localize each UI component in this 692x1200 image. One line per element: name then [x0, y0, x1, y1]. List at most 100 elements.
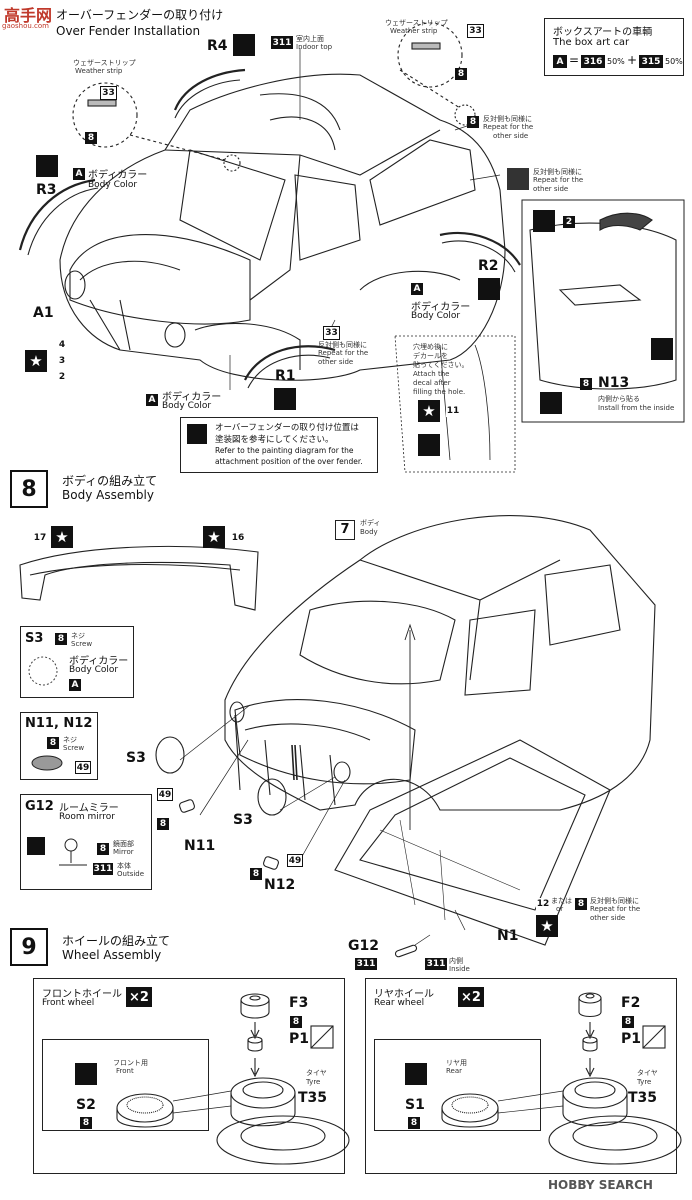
paint-code-a-r3: A — [73, 168, 85, 180]
rear-for-en: Rear — [446, 1067, 463, 1075]
paint-brush-icon — [233, 34, 255, 56]
repeat-en-1b: other side — [493, 132, 529, 140]
paint-brush-icon — [405, 1063, 427, 1085]
part-f3: F3 — [289, 995, 309, 1011]
star-icon: ★ — [418, 400, 440, 422]
body-color-en-2: Body Color — [411, 311, 461, 321]
part-g12: G12 — [348, 938, 379, 954]
part-s3-a: S3 — [126, 750, 146, 766]
part-s3-b: S3 — [233, 812, 253, 828]
part-n1: N1 — [497, 928, 519, 944]
decal-11: 11 — [446, 405, 460, 417]
step-9-number: 9 — [10, 928, 48, 966]
part-a1: A1 — [33, 305, 54, 321]
front-wheel-detail — [42, 1039, 209, 1131]
weather-strip-jp-right: ウェザーストリップ — [385, 19, 448, 27]
part-p1-front: P1 — [289, 1031, 310, 1047]
hole-en-3: filling the hole. — [413, 388, 466, 396]
repeat-jp-1: 反対側も同様に — [483, 115, 532, 123]
body-jp: ボディ — [360, 519, 381, 527]
note-jp-1: オーバーフェンダーの取り付け位置は — [215, 423, 359, 433]
quantity-x2: ×2 — [458, 987, 484, 1007]
paint-code-8-a: 8 — [157, 818, 169, 830]
part-n13: N13 — [598, 375, 630, 391]
paint-code-a-r2: A — [411, 283, 423, 295]
paint-code-8-n13: 8 — [580, 378, 592, 390]
note-en-1: Refer to the painting diagram for the — [215, 446, 354, 455]
section-title-jp: オーバーフェンダーの取り付け — [56, 8, 224, 22]
paint-code-8-f2: 8 — [622, 1016, 634, 1028]
paint-code-311: 311 — [93, 863, 113, 875]
part-r3: R3 — [36, 182, 57, 198]
step-8-number: 8 — [10, 470, 48, 508]
n13-jp: 内側から貼る — [598, 395, 640, 403]
paint-code-8: 8 — [47, 737, 59, 749]
rear-wheel-jp: リヤホイール — [374, 989, 434, 1000]
weather-strip-jp-left: ウェザーストリップ — [73, 59, 136, 67]
weather-strip-en-right: Weather strip — [390, 27, 438, 35]
rear-wheel-en: Rear wheel — [374, 998, 425, 1008]
decal-17: 17 — [33, 533, 47, 543]
part-n11: N11 — [184, 838, 216, 854]
tyre-en-front: Tyre — [306, 1078, 321, 1086]
paint-brush-icon — [27, 837, 45, 855]
front-for-en: Front — [116, 1067, 134, 1075]
mirror-part-jp: 鏡面部 — [113, 840, 134, 848]
tyre-en-rear: Tyre — [637, 1078, 652, 1086]
paint-code-311-g12: 311 — [355, 958, 377, 970]
repeat-jp-3: 反対側も同様に — [318, 341, 367, 349]
star-icon: ★ — [51, 526, 73, 548]
star-icon: ★ — [25, 350, 47, 372]
paint-code-a-r1: A — [146, 394, 158, 406]
paint-code-8-n1: 8 — [575, 898, 587, 910]
body-color-en-s3: Body Color — [69, 665, 119, 675]
front-for-jp: フロント用 — [113, 1059, 148, 1067]
n13-en: Install from the inside — [598, 404, 675, 412]
screw-jp: ネジ — [71, 632, 85, 640]
section-title-en: Over Fender Installation — [56, 24, 201, 38]
decal-49-a: 49 — [157, 788, 173, 801]
body-assembly-drawing — [19, 515, 656, 958]
indoor-top-jp: 室内上面 — [296, 35, 324, 43]
repeat-jp-n1: 反対側も同様に — [590, 897, 639, 905]
decal-16: 16 — [231, 533, 245, 543]
paint-code-8-left: 8 — [85, 132, 97, 144]
g12-detail-box: G12 ルームミラー Room mirror 8 鏡面部 Mirror 311 … — [20, 794, 152, 890]
hole-jp-3: 貼ってください。 — [413, 361, 469, 369]
weather-strip-en-left: Weather strip — [75, 67, 123, 75]
front-wheel-jp: フロントホイール — [42, 989, 122, 1000]
screw-jp: ネジ — [63, 736, 77, 744]
decal-3: 3 — [57, 356, 67, 366]
part-p1-rear: P1 — [621, 1031, 642, 1047]
box-art-en: The box art car — [553, 37, 630, 48]
part-7-label: 7 — [335, 520, 355, 540]
repeat-en-n1b: other side — [590, 914, 626, 922]
repeat-en-2b: other side — [533, 185, 569, 193]
box-art-panel: ボックスアートの車輌 The box art car A = 316 50% +… — [544, 18, 684, 76]
equals-sign: = — [569, 53, 580, 67]
paint-brush-icon — [274, 388, 296, 410]
site-logo-text: 高手网 — [4, 6, 53, 25]
step-9-title-jp: ホイールの組み立て — [62, 934, 171, 948]
paint-brush-icon — [75, 1063, 97, 1085]
part-f2: F2 — [621, 995, 641, 1011]
decal-12: 12 — [536, 898, 550, 909]
hole-jp-1: 穴埋め後に — [413, 343, 448, 351]
body-color-jp-3: ボディカラー — [162, 392, 222, 403]
paint-code-8-s1: 8 — [408, 1117, 420, 1129]
outside-en: Outside — [117, 870, 145, 878]
repeat-jp-2: 反対側も同様に — [533, 168, 582, 176]
step-8-title-en: Body Assembly — [62, 488, 154, 502]
mirror-part-en: Mirror — [113, 848, 134, 856]
rear-wheel-drawing — [441, 992, 682, 1165]
paint-brush-icon — [507, 168, 529, 190]
part-g12-detail: G12 — [25, 799, 54, 814]
paint-code-315: 315 — [639, 55, 663, 68]
repeat-en-3b: other side — [318, 358, 354, 366]
paint-code-316: 316 — [581, 55, 605, 68]
quantity-x2: ×2 — [126, 987, 152, 1007]
body-color-jp-2: ボディカラー — [411, 302, 471, 313]
repeat-en-2a: Repeat for the — [533, 176, 584, 184]
box-art-jp: ボックスアートの車輌 — [553, 27, 653, 38]
outside-jp: 本体 — [117, 862, 131, 870]
